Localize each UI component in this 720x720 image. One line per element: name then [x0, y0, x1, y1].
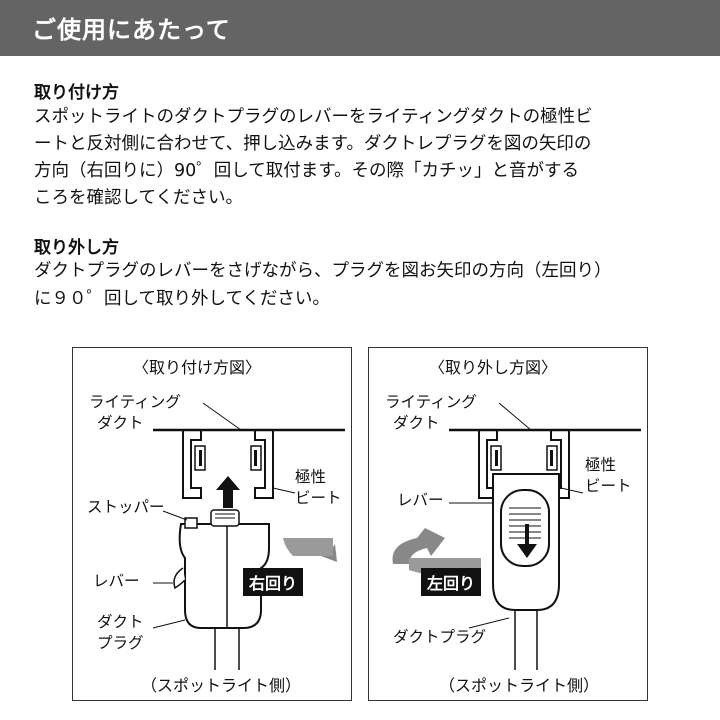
remove-label-polarity-1: 極性 — [585, 456, 617, 474]
page-header: ご使用にあたって — [0, 0, 720, 56]
attach-footer: （スポットライト側） — [141, 676, 302, 695]
remove-label-lever: レバー — [397, 491, 444, 509]
remove-line-2: に９０゜回して取り外してください。 — [34, 289, 330, 309]
attach-label-polarity-2: ビート — [295, 489, 342, 507]
attach-line-4: ころを確認してください。 — [34, 188, 243, 208]
remove-rotation-badge: 左回り — [421, 568, 482, 596]
attach-line-3: 方向（右回りに）90゜回して取付ます。その際「カチッ」と音がする — [34, 161, 579, 181]
remove-label-duct-1: ライティング — [385, 393, 477, 411]
remove-footer: （スポットライト側） — [439, 676, 600, 695]
attach-heading: 取り付け方 — [34, 83, 119, 103]
attach-label-duct-2: ダクト — [97, 414, 144, 432]
attach-diagram: 〈取り付け方図〉 ライティング ダクト 極性 ビート ストッパー レバー ダクト… — [72, 347, 352, 701]
page-title: ご使用にあたって — [32, 16, 231, 44]
attach-label-plug-2: プラグ — [97, 634, 144, 652]
remove-label-polarity-2: ビート — [585, 477, 632, 495]
attach-line-1: スポットライトのダクトプラグのレバーをライティングダクトの極性ビ — [34, 107, 593, 127]
remove-diagram: 〈取り外し方図〉 ライティング ダクト 極性 ビート レバー 左回り ダクトプラ… — [368, 347, 648, 701]
attach-diagram-illustration — [152, 402, 345, 670]
remove-caption: 〈取り外し方図〉 — [429, 358, 558, 377]
attach-label-stopper: ストッパー — [87, 498, 165, 516]
attach-caption: 〈取り付け方図〉 — [133, 358, 262, 377]
remove-line-1: ダクトプラグのレバーをさげながら、プラグを図お矢印の方向（左回り） — [34, 261, 612, 281]
remove-label-duct-2: ダクト — [393, 414, 440, 432]
remove-diagram-illustration — [392, 402, 641, 670]
attach-label-duct-1: ライティング — [89, 393, 181, 411]
attach-rotation-badge: 右回り — [243, 568, 304, 596]
attach-label-polarity-1: 極性 — [295, 468, 327, 486]
attach-line-2: ートと反対側に合わせて、押し込みます。ダクトレプラグを図の矢印の — [34, 134, 592, 154]
remove-label-plug: ダクトプラグ — [393, 628, 487, 646]
attach-label-plug-1: ダクト — [97, 613, 144, 631]
remove-heading: 取り外し方 — [34, 238, 119, 258]
attach-label-lever: レバー — [93, 572, 140, 590]
